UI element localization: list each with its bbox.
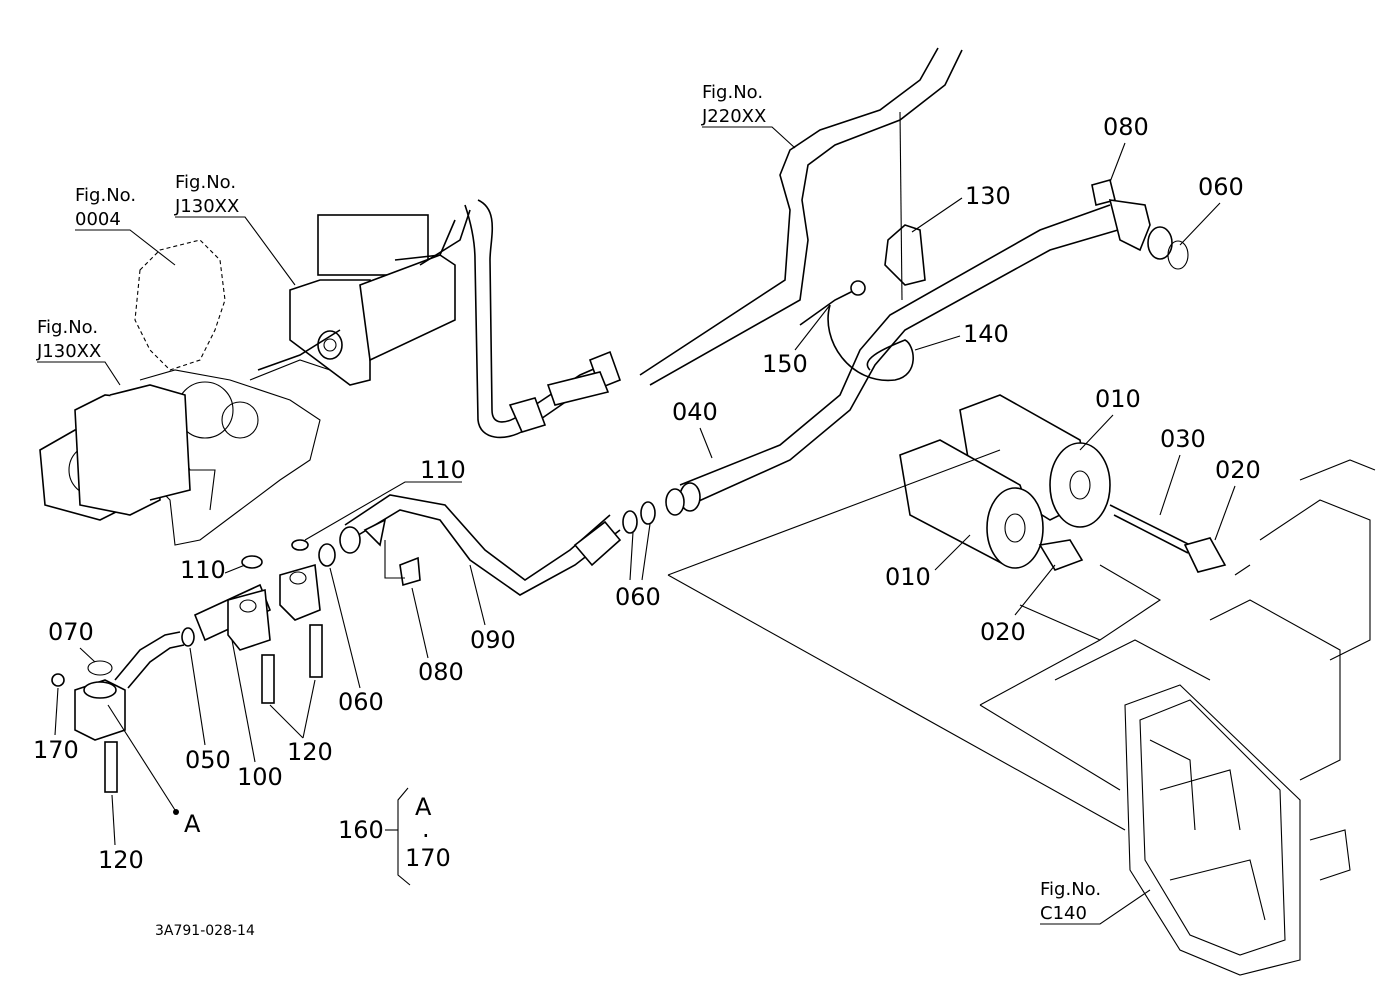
part-150[interactable]: 150 [762,304,831,378]
part-020-right[interactable]: 020 [1214,456,1261,541]
svg-text:.: . [422,815,430,843]
svg-text:140: 140 [963,320,1009,348]
svg-text:Fig.No.: Fig.No. [1040,879,1101,900]
svg-text:A: A [415,793,432,821]
svg-text:120: 120 [98,846,144,874]
hydraulic-pump-left [39,384,191,521]
svg-text:050: 050 [185,746,231,774]
pipe-blocks [181,539,323,704]
part-100[interactable]: 100 [231,639,283,791]
part-040[interactable]: 040 [672,398,718,459]
fig-ref-j130-left[interactable]: Fig.No. J130XX [36,317,121,386]
fig-ref-c140[interactable]: Fig.No. C140 [1040,879,1151,925]
svg-text:020: 020 [1215,456,1261,484]
part-110-right[interactable]: 110 [304,456,466,541]
svg-text:A: A [184,810,201,838]
pipe-090 [318,494,656,596]
svg-text:J130XX: J130XX [36,341,101,362]
part-130[interactable]: 130 [911,182,1011,233]
fig-ref-j130-upper[interactable]: Fig.No. J130XX [174,172,296,286]
svg-text:C140: C140 [1040,903,1087,924]
pipe-040 [665,204,1119,516]
drawing-code: 3A791-028-14 [155,923,255,939]
pipe-j220 [394,47,963,439]
svg-text:170: 170 [405,844,451,872]
part-070[interactable]: 070 [48,618,96,663]
svg-text:030: 030 [1160,425,1206,453]
svg-text:0004: 0004 [75,209,121,230]
part-050[interactable]: 050 [185,647,231,774]
svg-text:020: 020 [980,618,1026,646]
svg-text:060: 060 [1198,173,1244,201]
svg-text:J220XX: J220XX [701,106,766,127]
svg-text:080: 080 [1103,113,1149,141]
svg-text:060: 060 [338,688,384,716]
svg-text:Fig.No.: Fig.No. [175,172,236,193]
svg-text:110: 110 [180,556,226,584]
part-110-left[interactable]: 110 [180,556,246,584]
svg-text:150: 150 [762,350,808,378]
svg-text:090: 090 [470,626,516,654]
svg-text:130: 130 [965,182,1011,210]
callout-a: A [107,704,201,838]
part-060-top[interactable]: 060 [1179,173,1244,246]
transmission-case [1124,459,1376,976]
part-090[interactable]: 090 [469,564,516,654]
hydraulic-pump-upper [257,214,456,386]
fig-ref-j220[interactable]: Fig.No. J220XX [701,82,796,149]
part-060-low[interactable]: 060 [329,567,384,716]
svg-text:040: 040 [672,398,718,426]
part-080-low[interactable]: 080 [411,587,464,686]
svg-text:160: 160 [338,816,384,844]
clamp-parts [799,111,926,382]
svg-text:010: 010 [885,563,931,591]
part-010-right[interactable]: 010 [1079,385,1141,451]
part-170[interactable]: 170 [33,687,79,764]
svg-text:120: 120 [287,738,333,766]
oil-filters [899,394,1227,573]
svg-text:080: 080 [418,658,464,686]
svg-text:170: 170 [33,736,79,764]
kit-legend-160: 160 A . 170 [338,787,451,886]
leader-lines [384,449,1251,831]
svg-text:Fig.No.: Fig.No. [75,185,136,206]
part-120-mid[interactable]: 120 [269,679,333,766]
svg-text:J130XX: J130XX [174,196,239,217]
svg-text:100: 100 [237,763,283,791]
svg-text:010: 010 [1095,385,1141,413]
part-030[interactable]: 030 [1159,425,1206,516]
part-120-low[interactable]: 120 [98,794,144,874]
svg-text:Fig.No.: Fig.No. [702,82,763,103]
pipe-lower-left [51,631,185,793]
fitting-080-top [1091,179,1189,270]
fig-ref-0004[interactable]: Fig.No. 0004 [75,185,176,266]
svg-text:Fig.No.: Fig.No. [37,317,98,338]
part-020-mid[interactable]: 020 [980,564,1056,646]
part-140[interactable]: 140 [914,320,1009,351]
part-010-left[interactable]: 010 [885,534,971,591]
svg-text:110: 110 [420,456,466,484]
svg-text:060: 060 [615,583,661,611]
svg-text:070: 070 [48,618,94,646]
part-080-top[interactable]: 080 [1103,113,1149,183]
part-060-mid[interactable]: 060 [615,523,661,611]
